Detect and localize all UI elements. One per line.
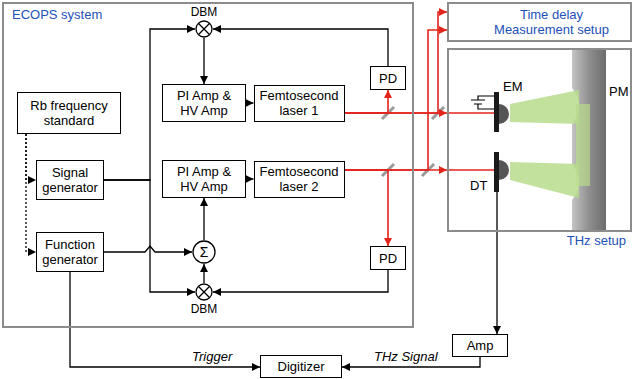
box-label: Function generator: [41, 237, 99, 267]
process-box: Function generator: [36, 232, 104, 272]
emitter-lens: [499, 104, 509, 124]
block-title: Time delay Measurement setup: [489, 7, 614, 37]
mixer-cross: [198, 23, 209, 34]
process-box: Amp: [452, 334, 508, 357]
setup-panel: THz setup: [447, 48, 632, 232]
mixer-circle: [196, 284, 212, 300]
signal-line: [203, 38, 204, 84]
mixer-circle: [196, 21, 212, 37]
box-label: PI Amp & HV Amp: [167, 164, 241, 194]
signal-line: [26, 134, 36, 180]
box-label: Digitizer: [278, 359, 325, 374]
mixer-label: DBM: [191, 302, 218, 316]
mixer-outline: [195, 283, 213, 301]
signal-label: THz Signal: [372, 349, 440, 364]
signal-line: [203, 264, 204, 283]
parabolic-mirror: [572, 50, 606, 230]
box-label: PI Amp & HV Amp: [167, 88, 241, 118]
laser-beam: [447, 112, 494, 114]
signal-line: [70, 272, 260, 367]
laser-box: Femtosecond laser 1: [254, 85, 345, 122]
laser-beam: [345, 30, 448, 170]
signal-line: [213, 29, 388, 66]
setup-panel: Time delay Measurement setup: [447, 2, 632, 42]
process-box: PI Amp & HV Amp: [162, 84, 246, 122]
box-label: Femtosecond laser 1: [259, 88, 340, 118]
signal-wire: [496, 192, 497, 232]
laser-beam: [345, 12, 448, 113]
block-title: ECOPS system: [12, 7, 102, 22]
photodiode-box: PD: [370, 246, 406, 270]
signal-line: [104, 246, 192, 252]
box-label: PD: [379, 251, 397, 266]
laser-beam: [345, 169, 448, 171]
box-label: Amp: [467, 338, 494, 353]
block-title: THz setup: [567, 233, 626, 248]
sum-symbol: Σ: [200, 244, 209, 260]
process-box: Signal generator: [36, 160, 104, 200]
box-label: Signal generator: [41, 165, 99, 195]
laser-beam: [345, 112, 448, 114]
part-label: EM: [503, 79, 523, 94]
mixer-symbol: DBM: [195, 283, 213, 301]
photodiode-box: PD: [370, 66, 406, 90]
mixer-outline: [195, 20, 213, 38]
laser-box: Femtosecond laser 2: [254, 161, 345, 198]
process-box: PI Amp & HV Amp: [162, 160, 246, 198]
signal-line: [496, 232, 497, 334]
box-label: Rb frequency standard: [22, 98, 116, 128]
part-label: PM: [609, 84, 629, 99]
process-box: Rb frequency standard: [17, 92, 121, 134]
signal-line: [203, 198, 204, 240]
sum-circle: [193, 241, 215, 263]
process-box: Digitizer: [260, 355, 342, 378]
emitter-antenna: [494, 92, 499, 132]
detector-antenna: [494, 152, 499, 192]
system-enclosure: ECOPS systemDBMRb frequency standardPI A…: [2, 2, 414, 328]
box-label: PD: [379, 71, 397, 86]
mixer-label: DBM: [191, 5, 218, 19]
signal-line: [213, 270, 388, 292]
thz-beam: [510, 162, 579, 198]
signal-label: Trigger: [190, 349, 234, 364]
part-label: DT: [470, 178, 487, 193]
box-label: Femtosecond laser 2: [259, 164, 340, 194]
mixer-symbol: DBM: [195, 20, 213, 38]
signal-line: [26, 134, 36, 252]
signal-line: [246, 178, 254, 179]
laser-beam: [447, 169, 494, 171]
bias-battery: [471, 96, 494, 109]
signal-line: [246, 102, 254, 103]
mixer-cross: [198, 286, 209, 297]
laser-beam: [345, 170, 389, 246]
thz-beam: [510, 90, 579, 124]
laser-beam: [345, 90, 389, 113]
detector-lens: [499, 160, 509, 180]
summing-junction: Σ: [192, 240, 216, 264]
